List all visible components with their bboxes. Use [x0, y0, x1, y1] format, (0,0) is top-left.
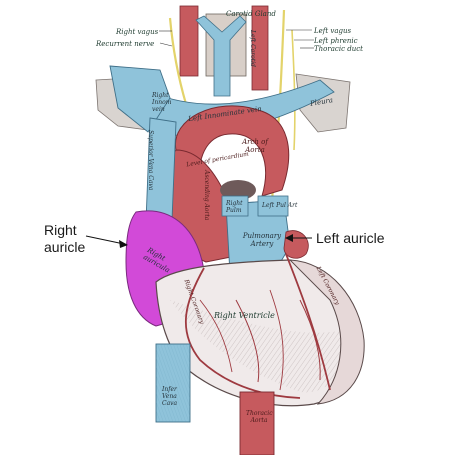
- left-auricle: [283, 230, 309, 259]
- recurrent-nerve-leader: [159, 42, 173, 47]
- label-inferior-vena-cava: Infer Vena Cava: [162, 386, 178, 407]
- aortic-arch: [175, 105, 290, 197]
- coronary-branch-2: [299, 299, 321, 381]
- ivc-hatch: [156, 344, 190, 422]
- label-recurrent-nerve: Recurrent nerve: [96, 40, 155, 48]
- label-right-innom-vein: Right Innom vein: [152, 92, 172, 113]
- label-left-pul-art: Left Pul Art: [262, 202, 298, 209]
- left-ventricle: [288, 259, 365, 405]
- aorta-lumen-shadow: [220, 180, 256, 200]
- label-thoracic-duct: Thoracic duct: [314, 45, 363, 53]
- label-right-pulm: Right Pulm: [226, 200, 243, 214]
- thyroid-vein: [195, 15, 247, 97]
- annotation-right-auricle: Right auricle: [44, 222, 86, 255]
- right-pulmonary-artery: [221, 195, 249, 217]
- left-auricle-arrow-head: [285, 234, 293, 242]
- left-carotid-artery: [251, 5, 269, 91]
- label-ascending-aorta: Ascending Aorta: [203, 170, 210, 221]
- coronary-branch-1: [235, 299, 260, 383]
- right-carotid-artery: [179, 5, 199, 77]
- ventricle-hatching: [170, 300, 345, 393]
- right-auricle-arrow-line: [85, 235, 125, 245]
- right-innominate-vein: [109, 65, 171, 133]
- label-pulmonary-artery: Pulmonary Artery: [242, 232, 282, 248]
- label-carotid-gland: Carotid Gland: [226, 10, 276, 18]
- right-vagus-nerve: [168, 17, 188, 105]
- label-thoracic-aorta: Thoracic Aorta: [246, 410, 273, 424]
- annotation-left-auricle: Left auricle: [316, 230, 385, 246]
- left-pulmonary-artery: [257, 195, 289, 217]
- label-right-ventricle: Right Ventricle: [214, 311, 275, 320]
- coronary-branch-3: [199, 299, 233, 373]
- label-superior-vena-cava: Superior Vena Cava: [147, 130, 154, 191]
- label-arch-of-aorta: Arch of Aorta: [242, 138, 268, 154]
- label-left-phrenic: Left phrenic: [314, 37, 358, 45]
- label-left-vagus: Left vagus: [314, 27, 352, 35]
- coronary-branch-4: [269, 289, 284, 391]
- right-auricle-arrow-head: [119, 240, 128, 248]
- label-left-carotid: Left Carotid: [249, 30, 256, 67]
- thoracic-aorta: [239, 391, 275, 455]
- label-right-vagus: Right vagus: [116, 28, 159, 36]
- left-coronary-artery: [285, 253, 331, 391]
